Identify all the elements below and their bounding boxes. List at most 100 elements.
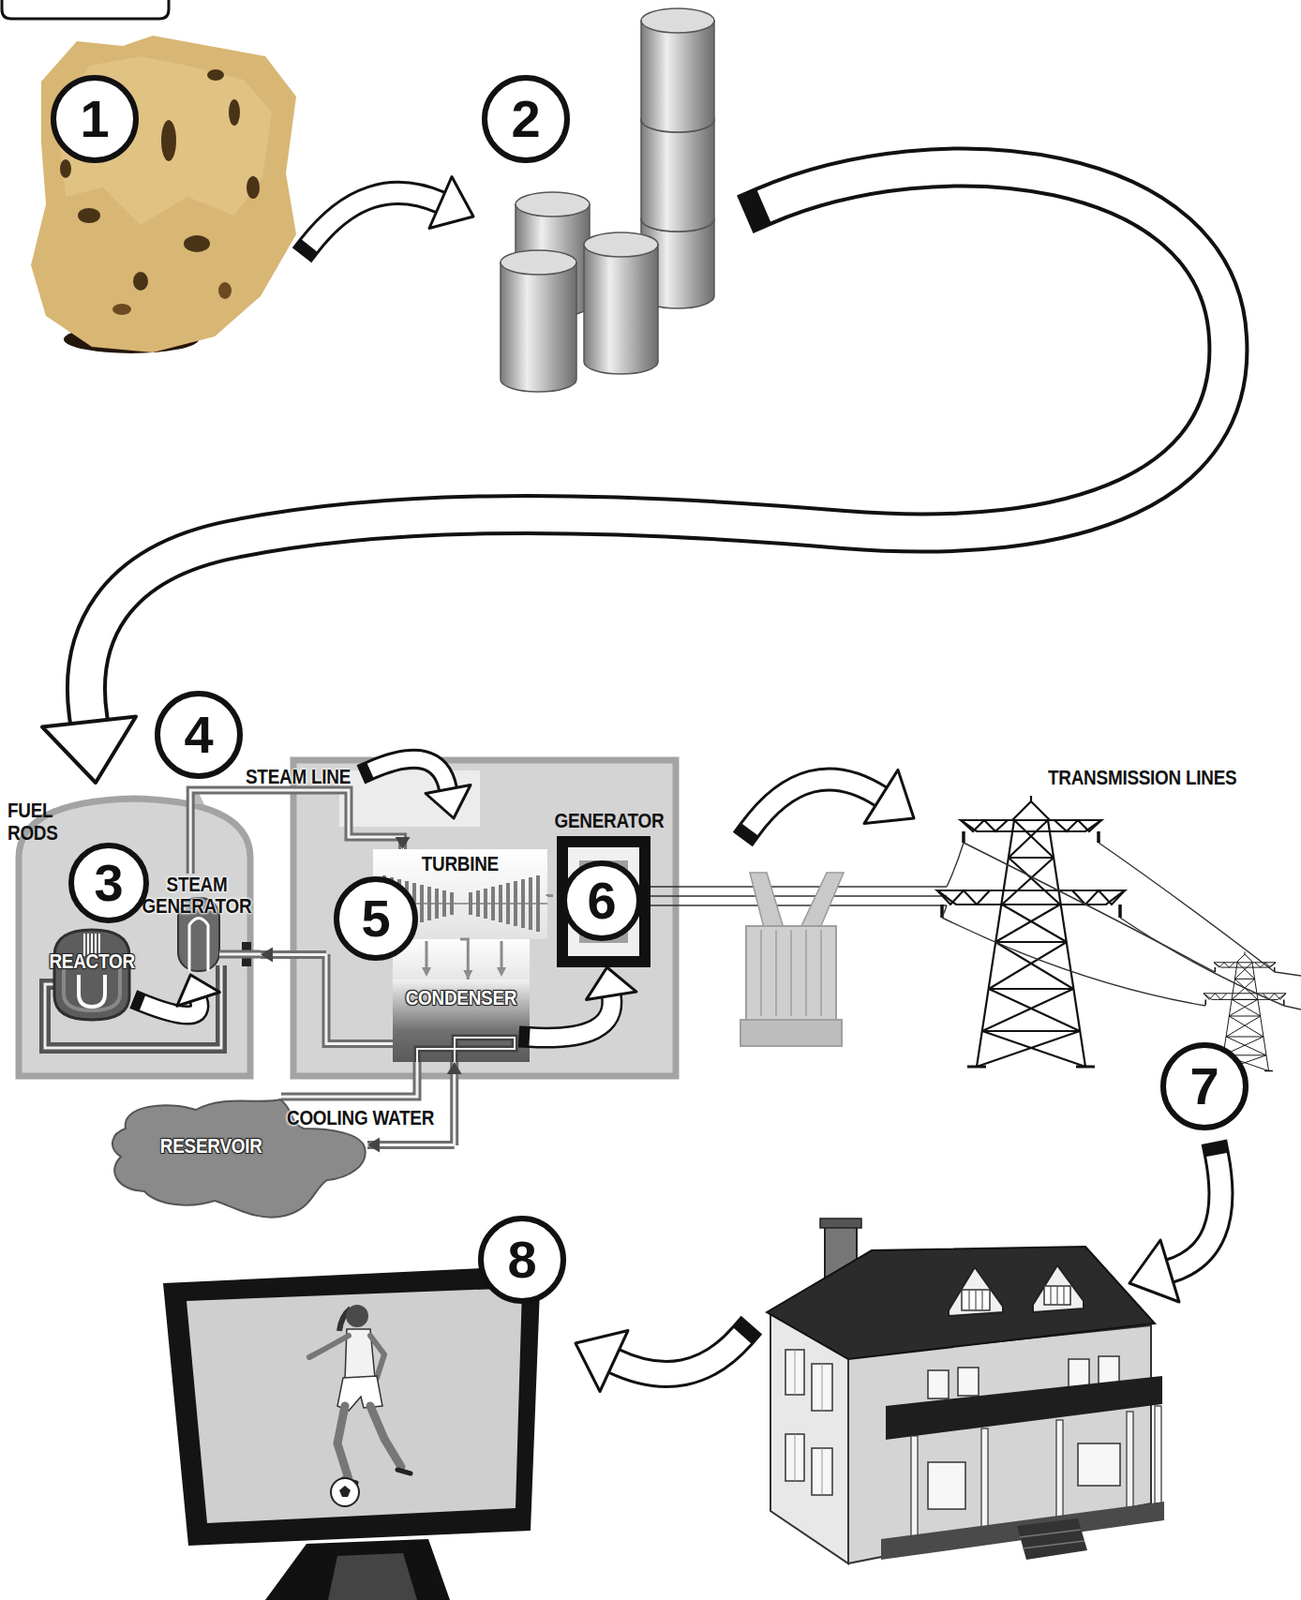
house [766, 1218, 1165, 1564]
uranium-ore-rock [59, 159, 72, 179]
cooling-pipe [281, 1061, 418, 1097]
uranium-ore-rock [183, 235, 210, 253]
edge-label-box: STEAM LINE [245, 765, 368, 788]
callout-circle [480, 1218, 564, 1301]
callout-number: 1 [52, 89, 137, 150]
turbine-outline [498, 884, 503, 923]
uranium-ore-rock [218, 282, 232, 300]
part-label: FUEL RODS [7, 799, 64, 845]
reactor-vessel-outline [63, 965, 120, 1011]
flow-arrow [142, 999, 200, 1016]
flow-arrow [529, 995, 613, 1038]
node-label: STEAM GENERATOR [142, 873, 253, 917]
uranium-ore-rock [228, 99, 240, 126]
fuel-pellets [500, 250, 577, 275]
pipe-connector [260, 946, 393, 1044]
transmission-tower [937, 795, 1287, 1072]
transformer [749, 872, 784, 928]
process-arrow [1169, 1154, 1221, 1272]
reactor-vessel: REACTOR [41, 927, 143, 1022]
soccer-player [345, 1304, 369, 1328]
turbine-outline [397, 879, 402, 928]
flow-line [460, 939, 473, 980]
uranium-ore-rock [30, 35, 297, 353]
turbine-outline [389, 877, 394, 930]
house [1019, 1529, 1085, 1549]
flow-line [460, 939, 468, 980]
pipe-connector [190, 790, 403, 874]
containment-building [185, 792, 205, 805]
house [981, 1428, 988, 1532]
television [265, 1539, 450, 1600]
edge-label: COOLING WATER [286, 1106, 434, 1129]
turbine-outline [434, 888, 439, 919]
turbine-outline [528, 877, 533, 930]
callout-number: 2 [483, 89, 569, 150]
turbine-outline [427, 886, 432, 921]
power-wire [1098, 842, 1275, 973]
house [1098, 1356, 1120, 1385]
soccer-player [370, 1335, 385, 1378]
turbine-outline [412, 882, 417, 925]
house [927, 1370, 949, 1399]
turbine-outline [468, 892, 473, 915]
pipe-connector [367, 1061, 455, 1146]
reactor-vessel-outline [54, 929, 130, 1020]
power-wire [942, 842, 1301, 1010]
turbine-outline [506, 882, 510, 925]
edge-label-box: COOLING WATER [286, 1106, 459, 1129]
soccer-player [339, 1485, 351, 1497]
house [1068, 1359, 1090, 1388]
house [911, 1435, 918, 1542]
house [1077, 1443, 1121, 1486]
soccer-player [309, 1304, 411, 1507]
transformer [761, 929, 822, 1017]
flow-arrow [529, 995, 613, 1038]
steam-generator-outline [219, 953, 261, 957]
pipe-connector [260, 954, 393, 1045]
house [969, 1289, 983, 1311]
house [1050, 1286, 1064, 1305]
television [163, 1265, 541, 1600]
turbine-building [293, 760, 676, 1077]
transformer [740, 1019, 842, 1047]
house [1016, 1518, 1088, 1560]
process-arrow [1129, 1154, 1221, 1302]
cooling-pipe [281, 1061, 418, 1097]
turbine-outline [476, 890, 480, 917]
process-arrow [370, 759, 449, 790]
soccer-player [370, 1405, 402, 1467]
reactor-vessel-outline [41, 927, 143, 1022]
uranium-ore-rock [161, 119, 177, 162]
fuel-pellets [641, 119, 715, 232]
callout-number: 4 [156, 704, 241, 765]
callout-circle [53, 77, 1246, 1301]
transmission-tower [1203, 951, 1287, 1071]
arrow-head [367, 1137, 380, 1153]
pipe-connector [190, 790, 403, 874]
part-label: TRANSMISSION LINES [1047, 766, 1266, 790]
process-arrow [309, 193, 441, 246]
house [766, 1246, 1155, 1360]
house [820, 1218, 862, 1228]
uranium-ore-rock [207, 69, 225, 81]
uranium-ore-rock [246, 176, 260, 199]
house [961, 1289, 990, 1311]
arrow-head [177, 974, 221, 1006]
callout-circle [157, 693, 240, 777]
turbine-building [496, 967, 507, 977]
flow-line [547, 894, 554, 898]
soccer-player [309, 1335, 349, 1358]
process-arrow [749, 769, 914, 830]
node-label: TURBINE [421, 852, 499, 875]
fuel-pellets [500, 8, 715, 392]
node-label: RESERVOIR [160, 1135, 263, 1157]
arrow-head [447, 1061, 463, 1075]
house [1044, 1286, 1071, 1305]
house [881, 1501, 1165, 1560]
uranium-ore-rock [112, 303, 132, 315]
turbine-building [339, 770, 480, 827]
flow-arrow [529, 967, 637, 1038]
callout-number: 7 [1162, 1056, 1247, 1117]
